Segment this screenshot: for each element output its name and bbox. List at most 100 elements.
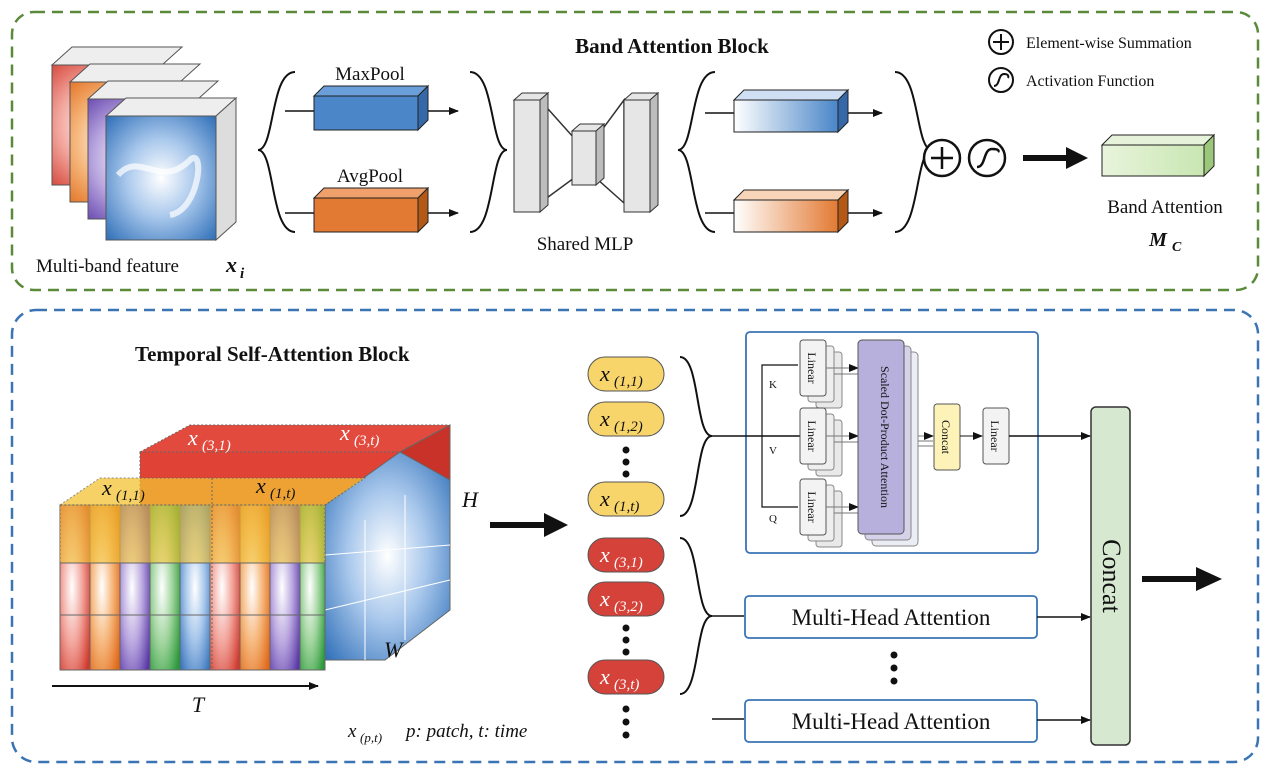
token-red-1: x (3,1) — [587, 537, 665, 573]
token-ellipsis-red — [622, 624, 630, 656]
svg-text:(1,1): (1,1) — [116, 488, 145, 504]
token-yellow-3: x (1,t) — [587, 481, 665, 517]
left-brace — [257, 71, 296, 233]
mlp-output-max — [705, 88, 883, 134]
svg-text:(3,t): (3,t) — [354, 433, 379, 449]
legend-sum-icon — [988, 29, 1014, 55]
output-variable-sub: C — [1172, 240, 1182, 255]
mlp-label: Shared MLP — [537, 234, 634, 255]
axis-h-label: H — [461, 487, 479, 512]
axis-t-label: T — [192, 692, 206, 717]
svg-text:x: x — [599, 361, 610, 386]
band-attention-output — [1100, 133, 1216, 178]
token-yellow-2: x (1,2) — [587, 401, 665, 437]
token-red-3: x (3,t) — [587, 659, 665, 695]
svg-text:x: x — [255, 473, 266, 498]
maxpool-vector — [285, 84, 459, 132]
svg-text:(1,1): (1,1) — [614, 374, 643, 390]
svg-text:(3,1): (3,1) — [614, 555, 643, 571]
svg-text:(1,2): (1,2) — [614, 419, 643, 435]
svg-text:(1,t): (1,t) — [614, 499, 639, 515]
band-output-arrow — [1023, 147, 1088, 169]
legend-activation-icon — [988, 67, 1014, 93]
token-yellow-1: x (1,1) — [587, 356, 665, 392]
token-ellipsis-more — [622, 705, 630, 739]
band-attention-block-border — [10, 10, 1260, 292]
mha-k-path — [761, 364, 798, 436]
svg-text:x: x — [599, 586, 610, 611]
sum-icon — [922, 138, 962, 178]
input-variable-sub: i — [240, 266, 245, 282]
svg-text:(3,1): (3,1) — [202, 438, 231, 454]
left-brace-out — [677, 71, 716, 233]
temporal-main-arrow — [490, 513, 568, 537]
token-ellipsis-yellow — [622, 446, 630, 478]
svg-text:x: x — [599, 542, 610, 567]
avgpool-vector — [285, 186, 459, 234]
shared-mlp — [512, 91, 660, 214]
svg-text:x: x — [599, 486, 610, 511]
svg-text:(3,2): (3,2) — [614, 599, 643, 615]
input-label: Multi-band feature — [36, 256, 179, 277]
svg-text:x: x — [101, 475, 112, 500]
mha-linear-out: Linear — [982, 407, 1010, 465]
concat-block: Concat — [1090, 406, 1131, 746]
svg-text:Scaled Dot-Product Attention: Scaled Dot-Product Attention — [878, 366, 892, 508]
svg-text:Concat: Concat — [1097, 539, 1126, 613]
svg-text:Linear: Linear — [805, 352, 819, 383]
output-variable: M — [1148, 229, 1168, 251]
svg-text:(1,t): (1,t) — [270, 486, 295, 502]
notation-legend: x (p,t) p: patch, t: time — [347, 721, 527, 745]
band-block-title: Band Attention Block — [575, 34, 769, 58]
input-variable: x — [225, 252, 237, 277]
mha-concat: Concat — [933, 403, 961, 471]
token-red-2: x (3,2) — [587, 581, 665, 617]
svg-text:Linear: Linear — [805, 420, 819, 451]
svg-text:(3,t): (3,t) — [614, 677, 639, 693]
mha-q-path — [761, 436, 798, 508]
legend-sum-label: Element-wise Summation — [1026, 35, 1192, 52]
token-brace-red — [679, 537, 713, 695]
mha-q-label: Q — [769, 513, 777, 525]
svg-text:x: x — [347, 721, 357, 742]
cube-label-1-t: x (1,t) — [255, 473, 295, 502]
mha-linear-k: Linear — [799, 339, 843, 409]
multi-band-feature-stack — [50, 46, 238, 242]
cube-label-3-1: x (3,1) — [187, 425, 231, 454]
mha-linear-connectors — [826, 364, 859, 514]
svg-text:x: x — [599, 406, 610, 431]
cube-label-3-t: x (3,t) — [339, 420, 379, 449]
axis-w-label: W — [384, 637, 404, 662]
cube-label-1-1: x (1,1) — [101, 475, 145, 504]
mha-box-3-label: Multi-Head Attention — [792, 709, 991, 734]
maxpool-label: MaxPool — [335, 64, 405, 85]
output-label: Band Attention — [1107, 197, 1223, 218]
token-brace-yellow — [679, 356, 713, 517]
mha-sdpa-connectors — [918, 432, 934, 447]
mha-box-2-label: Multi-Head Attention — [792, 605, 991, 630]
svg-text:(p,t): (p,t) — [360, 730, 382, 745]
svg-text:x: x — [339, 420, 350, 445]
svg-text:Linear: Linear — [805, 491, 819, 522]
svg-text:x: x — [599, 664, 610, 689]
svg-text:x: x — [187, 425, 198, 450]
svg-text:p: patch, t: time: p: patch, t: time — [404, 721, 527, 742]
mha-ellipsis — [890, 651, 898, 685]
avgpool-label: AvgPool — [337, 166, 403, 187]
activation-icon — [967, 138, 1007, 178]
mha-sdpa: Scaled Dot-Product Attention — [857, 339, 919, 547]
mha-v-label: V — [769, 445, 777, 457]
legend-activation-label: Activation Function — [1026, 73, 1154, 90]
temporal-block-title: Temporal Self-Attention Block — [135, 342, 410, 366]
mha-box-3 — [744, 699, 1038, 743]
mlp-output-avg — [705, 188, 883, 234]
mha-linear-v: Linear — [799, 407, 843, 477]
mha-k-label: K — [769, 379, 777, 391]
mha-linear-q: Linear — [799, 478, 843, 548]
right-brace-pool — [469, 71, 508, 233]
patch-cube — [58, 424, 451, 671]
svg-text:Linear: Linear — [988, 420, 1002, 451]
temporal-block-border — [10, 308, 1260, 764]
svg-text:Concat: Concat — [939, 420, 953, 455]
